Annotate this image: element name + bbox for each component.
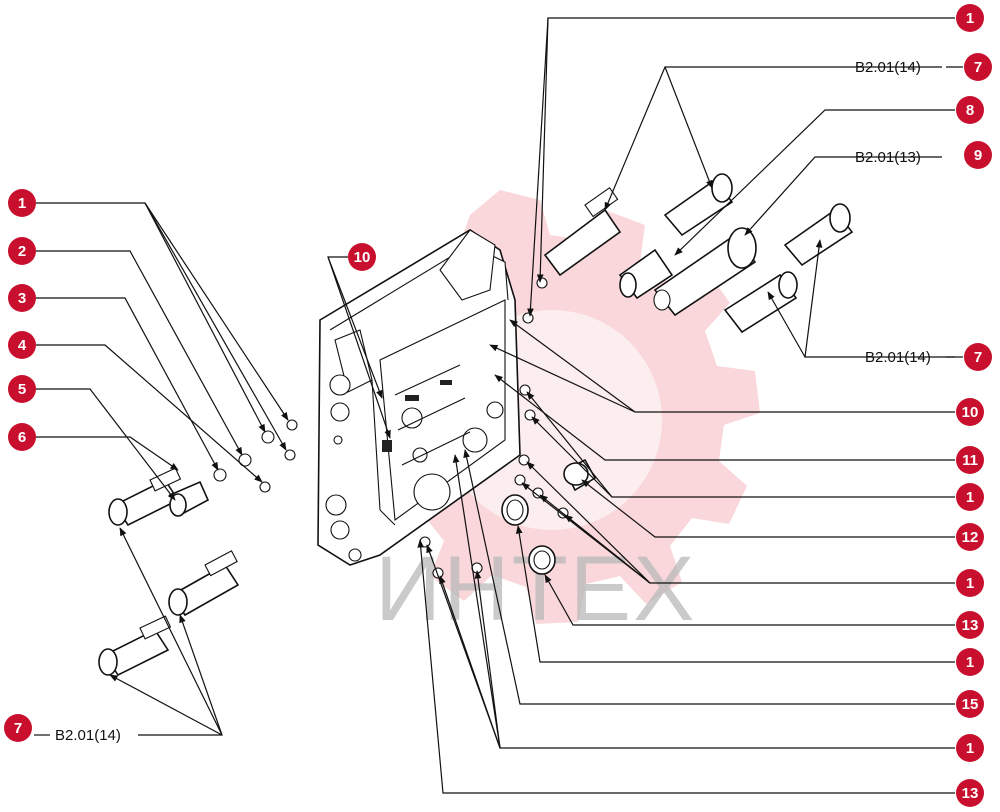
callout-left-7: 7 (4, 714, 32, 742)
callout-right-11: 11 (956, 446, 984, 474)
ref-top-right-2: B2.01(13) (855, 149, 921, 166)
svg-text:7: 7 (974, 349, 982, 366)
callout-right-13b: 13 (956, 779, 984, 807)
ref-bottom-left: B2.01(14) (55, 727, 121, 744)
solenoid-valve-top-1 (543, 187, 622, 277)
svg-text:2: 2 (18, 243, 26, 260)
ref-top-right-1: B2.01(14) (855, 59, 921, 76)
cover-13b (528, 545, 556, 575)
svg-text:10: 10 (354, 249, 371, 266)
callout-right-8: 8 (956, 96, 984, 124)
svg-text:7: 7 (14, 720, 22, 737)
solenoid-valve-top-3 (783, 203, 854, 267)
callout-right-1c: 1 (956, 569, 984, 597)
callout-right-1b: 1 (956, 483, 984, 511)
svg-text:1: 1 (966, 489, 974, 506)
valve-body-plate (317, 229, 521, 566)
svg-text:1: 1 (966, 575, 974, 592)
callout-top-10: 10 (348, 243, 376, 271)
callout-left-2: 2 (8, 237, 36, 265)
svg-text:6: 6 (18, 429, 26, 446)
svg-text:7: 7 (974, 59, 982, 76)
washers-left (213, 419, 343, 493)
callout-left-4: 4 (8, 331, 36, 359)
svg-text:13: 13 (962, 785, 979, 802)
svg-text:10: 10 (962, 404, 979, 421)
callout-right-7b: 7 (964, 343, 992, 371)
callout-right-1e: 1 (956, 734, 984, 762)
callout-left-5: 5 (8, 375, 36, 403)
svg-text:1: 1 (18, 195, 26, 212)
plug-6 (168, 480, 210, 517)
callout-right-7a: 7 (964, 53, 992, 81)
solenoid-valve-top-2 (663, 173, 734, 237)
solenoid-valve-left-2 (168, 550, 240, 617)
leaders-right (417, 17, 963, 794)
leaders-left (34, 202, 289, 736)
callout-right-13a: 13 (956, 611, 984, 639)
solenoid-valve-left-1 (108, 467, 182, 527)
callout-right-1a: 1 (956, 4, 984, 32)
svg-text:1: 1 (966, 654, 974, 671)
svg-text:11: 11 (962, 452, 978, 469)
svg-text:8: 8 (966, 102, 974, 119)
cover-13a (501, 494, 529, 526)
pressure-regulator-8 (618, 248, 674, 300)
callout-left-1: 1 (8, 189, 36, 217)
svg-text:1: 1 (966, 740, 974, 757)
solenoid-valve-9 (653, 227, 757, 317)
svg-text:13: 13 (962, 617, 979, 634)
callout-right-15: 15 (956, 690, 984, 718)
svg-text:15: 15 (962, 696, 979, 713)
svg-text:4: 4 (18, 337, 27, 354)
callout-right-1d: 1 (956, 648, 984, 676)
callout-left-6: 6 (8, 423, 36, 451)
svg-text:12: 12 (962, 529, 979, 546)
callout-left-3: 3 (8, 284, 36, 312)
callout-right-9: 9 (964, 141, 992, 169)
callout-right-12: 12 (956, 523, 984, 551)
leaders-top-10 (327, 256, 391, 439)
ref-mid-right: B2.01(14) (865, 349, 931, 366)
solenoid-valve-mid-right (723, 271, 798, 334)
solenoid-valve-left-3 (98, 615, 172, 677)
svg-text:1: 1 (966, 10, 974, 27)
callout-right-10: 10 (956, 398, 984, 426)
svg-text:3: 3 (18, 290, 26, 307)
svg-text:9: 9 (974, 147, 982, 164)
svg-text:5: 5 (18, 381, 26, 398)
